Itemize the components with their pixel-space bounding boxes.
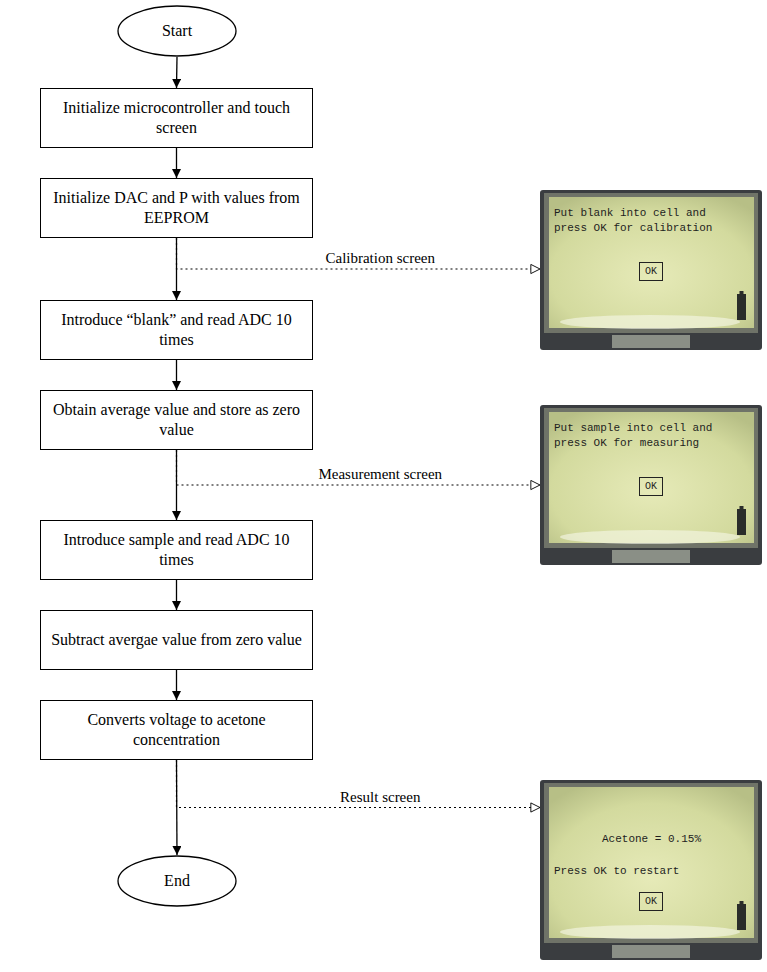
edge-label: Calibration screen (323, 250, 437, 267)
battery-icon (737, 294, 746, 320)
node-text: Introduce “blank” and read ADC 10 times (51, 310, 302, 350)
process-box: Introduce sample and read ADC 10 times (40, 520, 313, 580)
screen-pointer (177, 760, 541, 808)
measurement-screen: Put sample into cell and press OK for me… (540, 405, 762, 565)
ok-button: OK (639, 892, 663, 911)
end-terminal: End (117, 855, 237, 907)
node-text: OK (645, 481, 657, 492)
battery-tip (740, 506, 744, 509)
node-text: Converts voltage to acetone concentratio… (51, 710, 302, 750)
backlight-glare (560, 315, 740, 329)
backlight-glare (560, 530, 740, 544)
screen-frame (544, 193, 758, 333)
edge-label: Result screen (338, 789, 422, 806)
screen-pointer (177, 238, 541, 269)
node-text: End (164, 872, 190, 890)
screen-bezel (540, 405, 762, 565)
battery-icon (737, 904, 746, 930)
process-box: Initialize microcontroller and touch scr… (40, 88, 313, 148)
flow-arrow (176, 670, 177, 700)
lcd-panel (549, 197, 754, 328)
start-terminal: Start (117, 5, 237, 57)
battery-tip (740, 901, 744, 904)
process-box: Initialize DAC and P with values from EE… (40, 178, 313, 238)
node-text: Introduce sample and read ADC 10 times (51, 530, 302, 570)
result-screen: Acetone = 0.15% Press OK to restartOK (540, 780, 762, 960)
process-box: Introduce “blank” and read ADC 10 times (40, 300, 313, 360)
ok-button: OK (639, 477, 663, 496)
flow-arrow (176, 360, 177, 390)
flow-arrow (176, 148, 177, 178)
screen-frame (544, 408, 758, 548)
screen-bezel (540, 780, 762, 960)
battery-tip (740, 291, 744, 294)
lcd-panel (549, 787, 754, 938)
process-box: Obtain average value and store as zero v… (40, 390, 313, 450)
screen-text: Put blank into cell and press OK for cal… (554, 206, 724, 236)
screen-text: Press OK to restart (554, 864, 744, 879)
terminal-ellipse (118, 6, 236, 56)
node-text: Initialize microcontroller and touch scr… (51, 98, 302, 138)
node-text: Obtain average value and store as zero v… (51, 400, 302, 440)
screen-text: Put sample into cell and press OK for me… (554, 421, 724, 451)
terminal-ellipse (118, 856, 236, 906)
node-text: OK (645, 896, 657, 907)
screen-text: Acetone = 0.15% (549, 832, 754, 847)
screen-pointer (177, 450, 541, 485)
ribbon-connector (612, 945, 690, 958)
backlight-glare (560, 925, 740, 939)
calibration-screen: Put blank into cell and press OK for cal… (540, 190, 762, 350)
flow-arrow (176, 580, 177, 610)
node-text: Subtract avergae value from zero value (51, 630, 302, 650)
node-text: OK (645, 266, 657, 277)
screen-frame (544, 783, 758, 943)
ok-button: OK (639, 262, 663, 281)
flow-arrow (176, 760, 178, 855)
ribbon-connector (612, 550, 690, 563)
edge-label: Measurement screen (316, 466, 444, 483)
ribbon-connector (612, 335, 690, 348)
screen-bezel (540, 190, 762, 350)
process-box: Subtract avergae value from zero value (40, 610, 313, 670)
flow-arrow (176, 57, 178, 88)
node-text: Initialize DAC and P with values from EE… (51, 188, 302, 228)
lcd-panel (549, 412, 754, 543)
process-box: Converts voltage to acetone concentratio… (40, 700, 313, 760)
node-text: Start (162, 22, 192, 40)
battery-icon (737, 509, 746, 535)
